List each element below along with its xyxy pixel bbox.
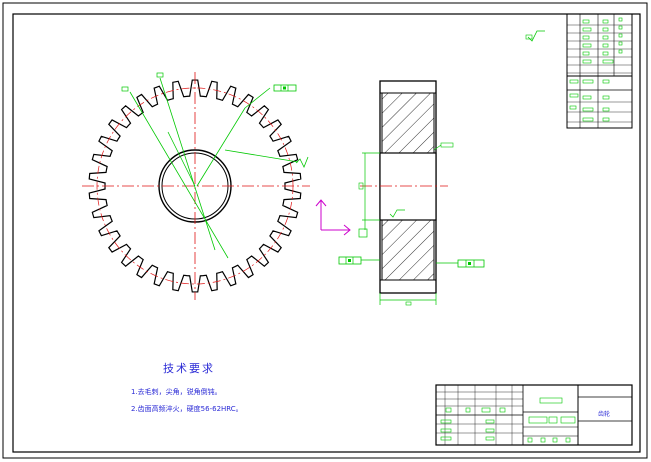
leader-line (159, 77, 216, 251)
dim-tag (358, 228, 368, 238)
leader-line (224, 149, 299, 163)
parameter-table-rows (567, 24, 632, 123)
section-hatch-bottom (381, 219, 435, 281)
surface-finish-tag (436, 259, 485, 268)
gear-section-view (338, 80, 485, 306)
leader-line (433, 144, 442, 151)
leader-line (167, 131, 196, 187)
dimension-tag (121, 86, 129, 92)
dim-tag (440, 142, 454, 148)
surface-finish-tag (273, 84, 297, 92)
title-block-part-name: 齿轮 (598, 411, 611, 418)
inner-border (12, 13, 641, 453)
dimension-tag (156, 72, 164, 78)
section-bore (379, 152, 437, 221)
technical-note-1: 1.去毛刺，尖角，锐角倒钝。 (131, 388, 222, 396)
dim-width-text (405, 301, 412, 306)
ucs-axis-icon (315, 199, 351, 236)
leader-line (129, 91, 229, 259)
leader-line (244, 87, 271, 109)
section-hatch-top (381, 92, 435, 154)
roughness-symbol (295, 156, 309, 168)
dim-bore-text (358, 182, 364, 190)
surface-finish-tag (338, 256, 380, 265)
title-block-frame (435, 384, 633, 446)
technical-requirements-title: 技术要求 (163, 362, 215, 375)
gear-front-view (82, 72, 310, 300)
leader-line (196, 107, 246, 187)
overall-roughness-mark (525, 30, 545, 42)
gear-parameter-table (566, 13, 633, 129)
roughness-symbol (389, 209, 405, 218)
technical-note-2: 2.齿面高频淬火，硬度56-62HRC。 (131, 405, 243, 413)
title-block-rows (436, 385, 523, 445)
